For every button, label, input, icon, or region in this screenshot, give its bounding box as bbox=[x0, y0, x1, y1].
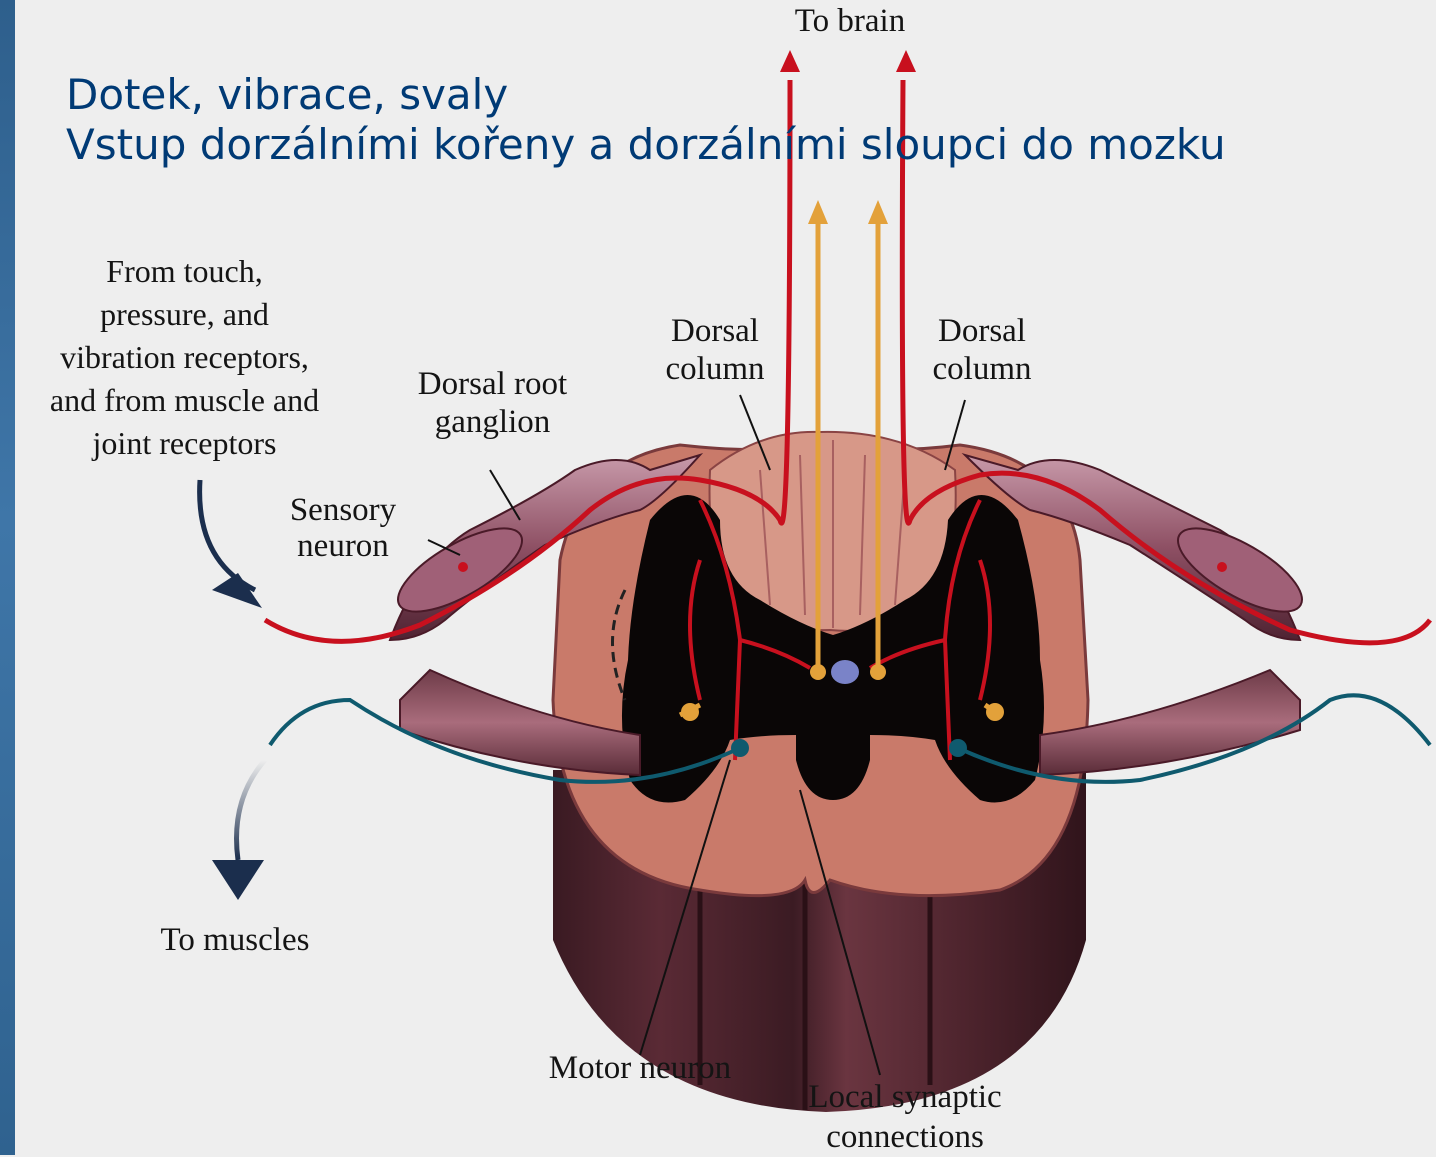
slide-title-line-2: Vstup dorzálními kořeny a dorzálními slo… bbox=[66, 120, 1226, 170]
to-muscles-arrowhead bbox=[212, 860, 264, 900]
label-dorsal-root-ganglion: Dorsal root ganglion bbox=[390, 365, 595, 441]
central-canal bbox=[831, 660, 859, 684]
slide-title: Dotek, vibrace, svaly Vstup dorzálními k… bbox=[66, 70, 1226, 170]
label-sensory-neuron: Sensory neuron bbox=[268, 492, 418, 564]
label-from-receptors: From touch, pressure, and vibration rece… bbox=[12, 250, 357, 465]
to-brain-arrowhead-left bbox=[780, 50, 800, 72]
slide-title-line-1: Dotek, vibrace, svaly bbox=[66, 70, 1226, 120]
label-to-brain: To brain bbox=[770, 2, 930, 40]
motor-neuron-cell-right bbox=[949, 739, 967, 757]
to-muscles-arrow bbox=[237, 760, 265, 860]
label-dorsal-column-left: Dorsal column bbox=[645, 312, 785, 388]
motor-neuron-cell-left bbox=[731, 739, 749, 757]
label-to-muscles: To muscles bbox=[130, 921, 340, 959]
label-motor-neuron: Motor neuron bbox=[515, 1049, 765, 1087]
to-brain-arrowhead-right bbox=[896, 50, 916, 72]
from-receptors-arrow bbox=[200, 480, 255, 590]
label-local-synaptic-connections: Local synaptic connections bbox=[785, 1077, 1025, 1157]
label-dorsal-column-right: Dorsal column bbox=[912, 312, 1052, 388]
